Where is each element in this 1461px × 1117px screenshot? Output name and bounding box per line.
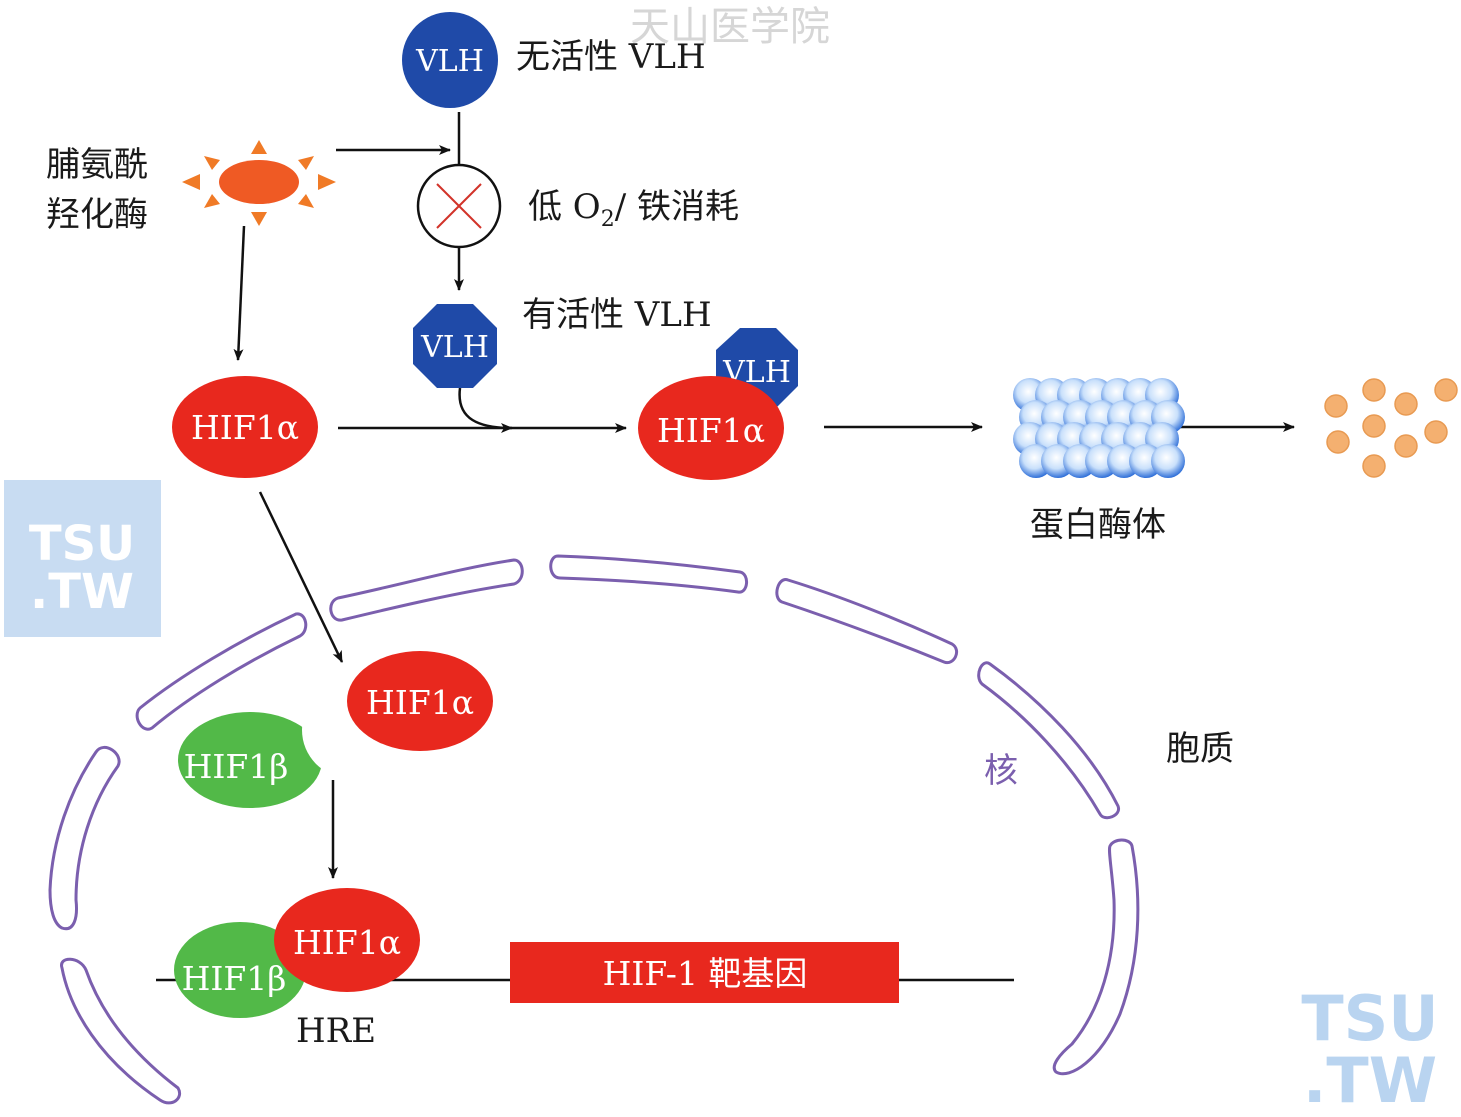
hif1a-cytosol-node	[172, 376, 318, 478]
watermark-right: TSU .TW	[1301, 982, 1438, 1117]
enzyme-label-line1: 脯氨酰	[46, 145, 148, 185]
proteasome-subunit	[1151, 444, 1185, 478]
nucleus-label: 核	[984, 751, 1018, 791]
pathway-arrows	[233, 112, 1295, 879]
hif1a-bound-node	[638, 376, 784, 480]
blocked-symbol-icon	[416, 163, 502, 249]
enzyme-sun-icon	[182, 140, 336, 226]
arrow-vlh-join	[458, 387, 513, 433]
vlh-inactive-node-text: VLH	[415, 44, 484, 79]
enzyme-label-line2: 羟化酶	[46, 195, 148, 235]
vlh-active-node-text: VLH	[420, 330, 489, 365]
fragment-dot	[1362, 414, 1386, 438]
watermark-right-line1: TSU	[1301, 982, 1438, 1055]
envelope-segment	[135, 612, 308, 731]
hif1a-nucleus-text: HIF1α	[366, 683, 474, 722]
hif1a-complex-text: HIF1α	[293, 923, 401, 962]
hif1b-nucleus-node	[178, 712, 322, 808]
envelope-segment	[977, 661, 1121, 820]
fragment-dot	[1424, 420, 1448, 444]
arrow-enzyme-to-hif	[233, 225, 246, 361]
condition-prefix: 低 O	[528, 187, 601, 227]
hif1a-complex-node	[274, 888, 420, 992]
condition-suffix: / 铁消耗	[615, 187, 739, 227]
watermark-top-text: 天山医学院	[630, 4, 830, 50]
vlh-active-label: 有活性 VLH	[522, 295, 712, 335]
fragment-dot	[1324, 394, 1348, 418]
hif1a-bound-text: HIF1α	[657, 411, 765, 450]
proteasome-label: 蛋白酶体	[1030, 505, 1166, 545]
fragment-dot	[1394, 392, 1418, 416]
watermark-left-box	[4, 480, 161, 637]
cytosol-label: 胞质	[1166, 729, 1234, 769]
proteasome-icon	[1013, 378, 1185, 478]
envelope-segment	[60, 957, 181, 1105]
nuclear-envelope	[48, 554, 1140, 1105]
vlh-inactive-node	[402, 12, 498, 108]
envelope-segment	[1052, 838, 1140, 1076]
target-gene-box	[510, 942, 899, 1003]
envelope-segment	[48, 745, 121, 931]
hif1a-nucleus-node	[347, 651, 493, 751]
condition-subscript: 2	[601, 207, 615, 232]
hif1a-cytosol-text: HIF1α	[191, 408, 299, 447]
hre-label: HRE	[296, 1011, 376, 1051]
hif1b-complex-text: HIF1β	[182, 959, 287, 998]
watermark-left-line1: TSU	[29, 516, 135, 572]
fragment-dot	[1362, 378, 1386, 402]
condition-label: 低 O2/ 铁消耗	[528, 187, 739, 232]
fragment-dot	[1394, 434, 1418, 458]
envelope-segment	[329, 558, 524, 622]
watermark-left: TSU .TW	[4, 480, 161, 637]
hif1b-complex-node	[174, 922, 306, 1018]
watermark-right-line2: .TW	[1303, 1044, 1437, 1117]
fragment-dot	[1326, 430, 1350, 454]
vlh-active-node	[413, 304, 497, 388]
hif1b-nucleus-text: HIF1β	[184, 747, 289, 786]
envelope-segment	[549, 554, 748, 594]
arrow-hif-to-nucleus	[258, 491, 344, 663]
watermark-left-line2: .TW	[30, 564, 134, 620]
target-gene-label: HIF-1 靶基因	[603, 954, 808, 993]
envelope-segment	[775, 578, 958, 665]
vlh-inactive-label: 无活性 VLH	[516, 37, 706, 77]
fragment-dot	[1434, 378, 1458, 402]
peptide-fragments	[1324, 378, 1458, 478]
fragment-dot	[1362, 454, 1386, 478]
